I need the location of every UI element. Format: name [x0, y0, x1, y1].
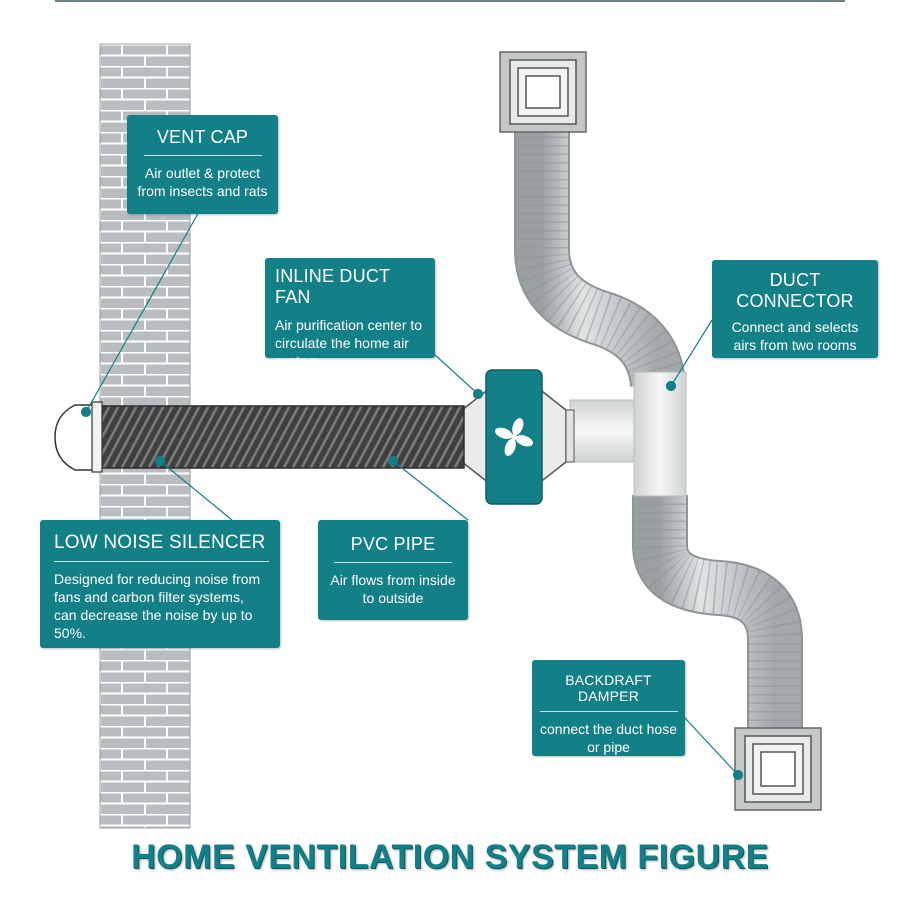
fan-icon	[495, 418, 533, 456]
vent-cap-desc: Air outlet & protect from insects and ra…	[137, 165, 268, 199]
vent-cap	[54, 401, 103, 473]
inline-duct-fan-callout: INLINE DUCT FAN Air purification center …	[265, 258, 435, 369]
bottom-register-grille	[734, 727, 822, 811]
pvc-pipe	[95, 405, 465, 469]
figure-title: HOME VENTILATION SYSTEM FIGURE	[131, 838, 769, 876]
inline-duct-fan-desc: Air purification center to circulate the…	[275, 317, 423, 369]
pvc-pipe-title: PVC PIPE	[334, 534, 452, 563]
flex-duct-lower	[632, 495, 803, 735]
top-divider	[55, 0, 845, 2]
low-noise-silencer-title: LOW NOISE SILENCER	[54, 532, 269, 562]
vent-cap-title: VENT CAP	[143, 127, 262, 156]
backdraft-damper-title: BACKDRAFT DAMPER	[539, 672, 678, 712]
duct-connector-desc: Connect and selects airs from two rooms	[731, 319, 859, 353]
low-noise-silencer-desc: Designed for reducing noise from fans an…	[54, 571, 261, 641]
inline-duct-fan-title: INLINE DUCT FAN	[275, 266, 390, 307]
backdraft-damper-callout: BACKDRAFT DAMPER connect the duct hose o…	[532, 660, 685, 756]
duct-connector-tee	[569, 371, 687, 497]
callout-pointers	[80, 209, 744, 781]
flex-duct-upper	[514, 128, 686, 388]
backdraft-damper-desc: connect the duct hose or pipe	[540, 721, 677, 755]
vent-cap-callout: VENT CAP Air outlet & protect from insec…	[127, 115, 278, 214]
duct-connector-title: DUCT CONNECTOR	[736, 270, 854, 311]
pvc-pipe-desc: Air flows from inside to outside	[330, 572, 456, 606]
pvc-pipe-callout: PVC PIPE Air flows from inside to outsid…	[318, 520, 468, 620]
duct-connector-callout: DUCT CONNECTOR Connect and selects airs …	[712, 260, 878, 358]
top-register-grille	[499, 51, 587, 133]
low-noise-silencer-callout: LOW NOISE SILENCER Designed for reducing…	[40, 520, 280, 648]
